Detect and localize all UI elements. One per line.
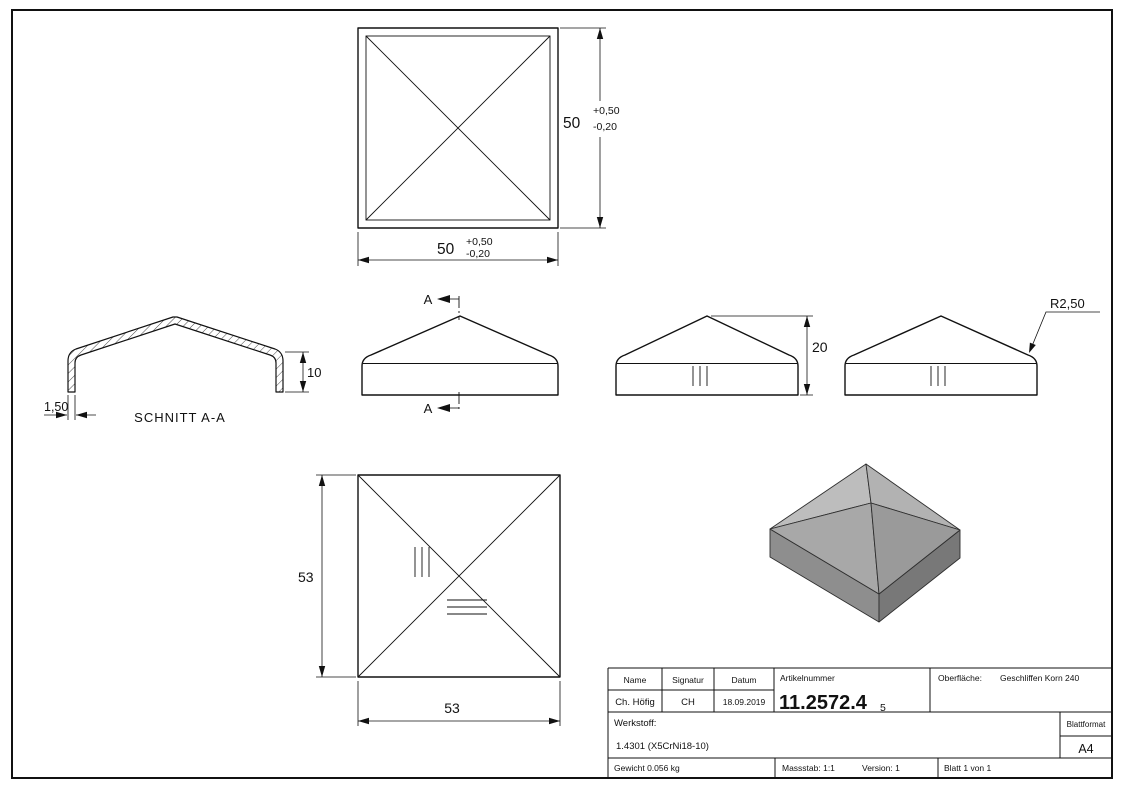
dim-tolerance-upper: +0,50 xyxy=(593,105,620,117)
finish-marks-horizontal xyxy=(447,599,487,615)
surface-finish-marks xyxy=(930,366,946,386)
dim-tolerance-upper: +0,50 xyxy=(466,236,493,248)
section-plane-marks: A A xyxy=(424,292,460,416)
finish-marks-vertical xyxy=(414,547,430,577)
dim-value: 50 xyxy=(563,115,581,132)
version-value: Version: 1 xyxy=(862,763,900,773)
page-border-frame xyxy=(11,9,1113,779)
side-view-height: 20 xyxy=(615,315,828,396)
dim-value: 1,50 xyxy=(44,400,68,414)
bottom-view-diagonals xyxy=(357,474,561,678)
dim-top-view-width: 50 +0,50 -0,20 xyxy=(357,232,559,266)
side-view-section-plane: A A xyxy=(361,292,559,416)
side-view-radius: R2,50 xyxy=(844,296,1100,396)
section-arrow-bottom xyxy=(437,404,450,412)
dim-text-mask xyxy=(589,101,641,137)
artikelnummer-suffix: 5 xyxy=(880,702,886,714)
blatt-value: Blatt 1 von 1 xyxy=(944,763,992,773)
artikelnummer-value: 11.2572.4 xyxy=(779,692,868,714)
title-block-grid xyxy=(607,667,1112,778)
massstab-value: Massstab: 1:1 xyxy=(782,763,835,773)
pyramid-face-front-right xyxy=(870,502,961,595)
value-name: Ch. Höfig xyxy=(615,697,655,708)
title-block: Name Signatur Datum Artikelnummer Oberfl… xyxy=(607,667,1112,778)
section-letter-top: A xyxy=(424,292,433,307)
header-signatur: Signatur xyxy=(672,675,704,685)
dim-value: 53 xyxy=(298,569,314,585)
leader-line xyxy=(1029,311,1100,352)
dim-top-view-height: 50 +0,50 -0,20 xyxy=(560,27,641,229)
dim-rim-height: 10 xyxy=(285,351,321,393)
bottom-view-square xyxy=(357,474,561,678)
dim-value: 10 xyxy=(307,365,321,380)
dim-extension-lines xyxy=(711,315,813,396)
dim-tolerance-lower: -0,20 xyxy=(593,121,617,133)
value-signatur: CH xyxy=(681,697,695,708)
dim-value: 50 xyxy=(437,241,455,258)
isometric-view xyxy=(769,463,961,623)
dim-total-height: 20 xyxy=(711,315,828,396)
werkstoff-value: 1.4301 (X5CrNi18-10) xyxy=(616,741,709,752)
dim-wall-thickness: 1,50 xyxy=(44,395,96,420)
header-name: Name xyxy=(624,675,647,685)
section-view: 1,50 10 SCHNITT A-A xyxy=(44,316,321,425)
dim-extension-lines xyxy=(67,395,76,420)
section-shell-hatched xyxy=(67,316,284,393)
top-view: 50 +0,50 -0,20 50 +0,50 -0,20 xyxy=(357,27,641,266)
bottom-view: 53 53 xyxy=(298,474,561,726)
top-view-diagonals xyxy=(365,35,551,221)
leader-arrow xyxy=(1029,342,1036,353)
oberflaeche-value: Geschliffen Korn 240 xyxy=(1000,673,1079,683)
side-view-outline xyxy=(844,315,1038,396)
section-label: SCHNITT A-A xyxy=(134,410,226,425)
side-view-outline xyxy=(361,315,559,396)
oberflaeche-label: Oberfläche: xyxy=(938,673,982,683)
surface-finish-marks xyxy=(692,366,708,386)
header-datum: Datum xyxy=(731,675,756,685)
top-view-inner-square xyxy=(365,35,551,221)
dim-bottom-view-width: 53 xyxy=(357,681,561,726)
section-letter-bottom: A xyxy=(424,401,433,416)
radius-callout: R2,50 xyxy=(1029,296,1100,353)
dim-bottom-view-height: 53 xyxy=(298,474,356,678)
blattformat-value: A4 xyxy=(1078,742,1093,756)
blattformat-label: Blattformat xyxy=(1067,720,1106,729)
side-view-outline xyxy=(615,315,799,396)
radius-value: R2,50 xyxy=(1050,296,1085,311)
section-arrow-top xyxy=(437,295,450,303)
dim-value: 53 xyxy=(444,700,460,716)
dim-value: 20 xyxy=(812,339,828,355)
werkstoff-label: Werkstoff: xyxy=(614,718,656,729)
gewicht-value: Gewicht 0.056 kg xyxy=(614,763,680,773)
dim-tolerance-lower: -0,20 xyxy=(466,248,490,260)
header-artikelnummer: Artikelnummer xyxy=(780,673,835,683)
top-view-outer-square xyxy=(357,27,559,229)
value-datum: 18.09.2019 xyxy=(723,697,766,707)
